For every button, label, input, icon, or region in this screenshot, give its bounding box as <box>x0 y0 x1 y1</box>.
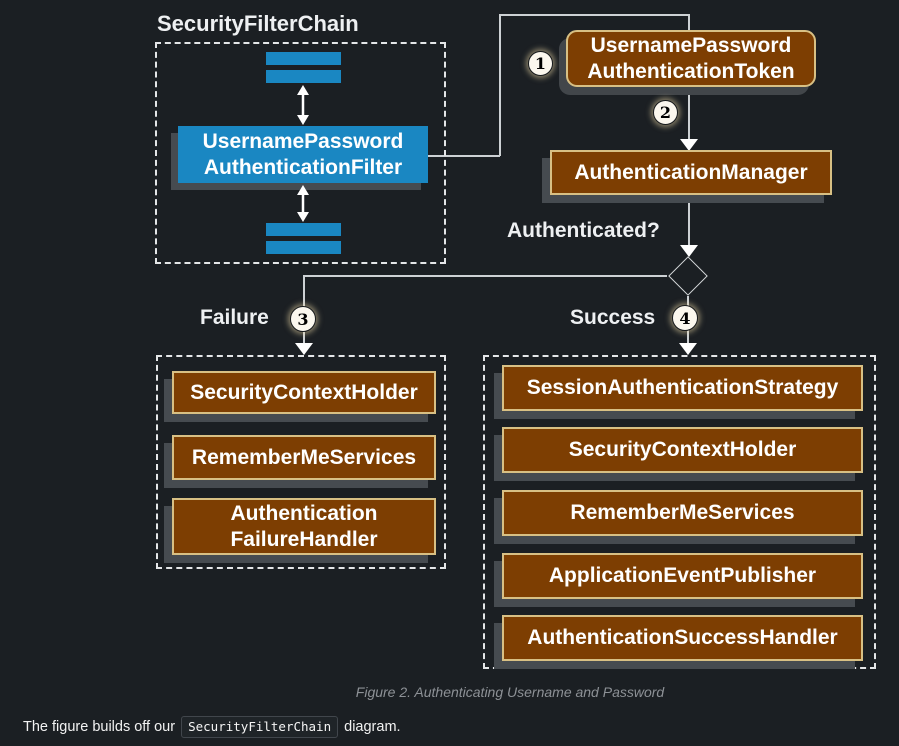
filter-bar <box>266 223 341 236</box>
node-label-line: AuthenticationToken <box>587 59 795 83</box>
security-filter-chain-box <box>155 42 446 264</box>
authenticated-question-label: Authenticated? <box>507 219 660 242</box>
security-context-holder-node: SecurityContextHolder <box>172 371 436 414</box>
session-authentication-strategy-node: SessionAuthenticationStrategy <box>502 365 863 411</box>
step-1-badge: 1 <box>528 51 553 76</box>
footer-text-before: The figure builds off our <box>23 719 176 735</box>
connector-line <box>303 275 667 277</box>
remember-me-services-node: RememberMeServices <box>172 435 436 480</box>
node-label-line: AuthenticationManager <box>574 160 808 184</box>
filter-bar <box>266 241 341 254</box>
connector-line <box>428 155 500 157</box>
authentication-success-handler-node: AuthenticationSuccessHandler <box>502 615 863 661</box>
step-4-badge: 4 <box>672 305 698 331</box>
success-branch-label: Success <box>570 306 656 329</box>
step-2-badge: 2 <box>653 100 678 125</box>
connector-line <box>499 14 689 16</box>
failure-group-box <box>156 355 446 569</box>
connector-line <box>688 14 690 36</box>
security-context-holder-node: SecurityContextHolder <box>502 427 863 473</box>
arrowhead-down-icon <box>679 343 697 355</box>
remember-me-services-node: RememberMeServices <box>502 490 863 536</box>
failure-branch-label: Failure <box>200 306 269 329</box>
success-group-box <box>483 355 876 669</box>
node-label-line: ApplicationEventPublisher <box>548 564 817 587</box>
step-3-badge: 3 <box>290 306 316 332</box>
body-paragraph: The figure builds off our SecurityFilter… <box>23 716 401 738</box>
authentication-failure-handler-node: Authentication FailureHandler <box>172 498 436 555</box>
node-label-line: SecurityContextHolder <box>190 380 418 404</box>
node-label-line: SecurityContextHolder <box>568 438 797 461</box>
application-event-publisher-node: ApplicationEventPublisher <box>502 553 863 599</box>
connector-line <box>688 87 690 141</box>
node-label-line: AuthenticationSuccessHandler <box>527 626 838 649</box>
filter-bar <box>266 52 341 65</box>
bidirectional-arrow-icon <box>297 85 309 125</box>
node-label-line: FailureHandler <box>230 527 378 551</box>
node-label-line: Authentication <box>230 501 378 525</box>
arrowhead-down-icon <box>680 139 698 151</box>
node-label-line: UsernamePassword <box>202 129 404 153</box>
footer-text-after: diagram. <box>344 719 401 735</box>
security-filter-chain-title: SecurityFilterChain <box>157 11 359 36</box>
node-label-line: AuthenticationFilter <box>203 155 403 179</box>
node-label-line: RememberMeServices <box>191 445 417 469</box>
node-label-line: UsernamePassword <box>590 33 792 57</box>
username-password-authentication-token-node: UsernamePassword AuthenticationToken <box>566 30 816 87</box>
username-password-authentication-filter-node: UsernamePassword AuthenticationFilter <box>178 126 428 183</box>
authentication-manager-node: AuthenticationManager <box>550 150 832 195</box>
arrowhead-down-icon <box>680 245 698 257</box>
node-label-line: SessionAuthenticationStrategy <box>526 376 839 399</box>
bidirectional-arrow-icon <box>297 185 309 222</box>
connector-line <box>688 195 690 245</box>
connector-line <box>499 14 501 156</box>
filter-bar <box>266 70 341 83</box>
decision-diamond <box>668 256 708 296</box>
arrowhead-down-icon <box>295 343 313 355</box>
security-filter-chain-link[interactable]: SecurityFilterChain <box>181 716 339 738</box>
figure-caption: Figure 2. Authenticating Username and Pa… <box>355 684 665 700</box>
node-label-line: RememberMeServices <box>570 501 795 524</box>
